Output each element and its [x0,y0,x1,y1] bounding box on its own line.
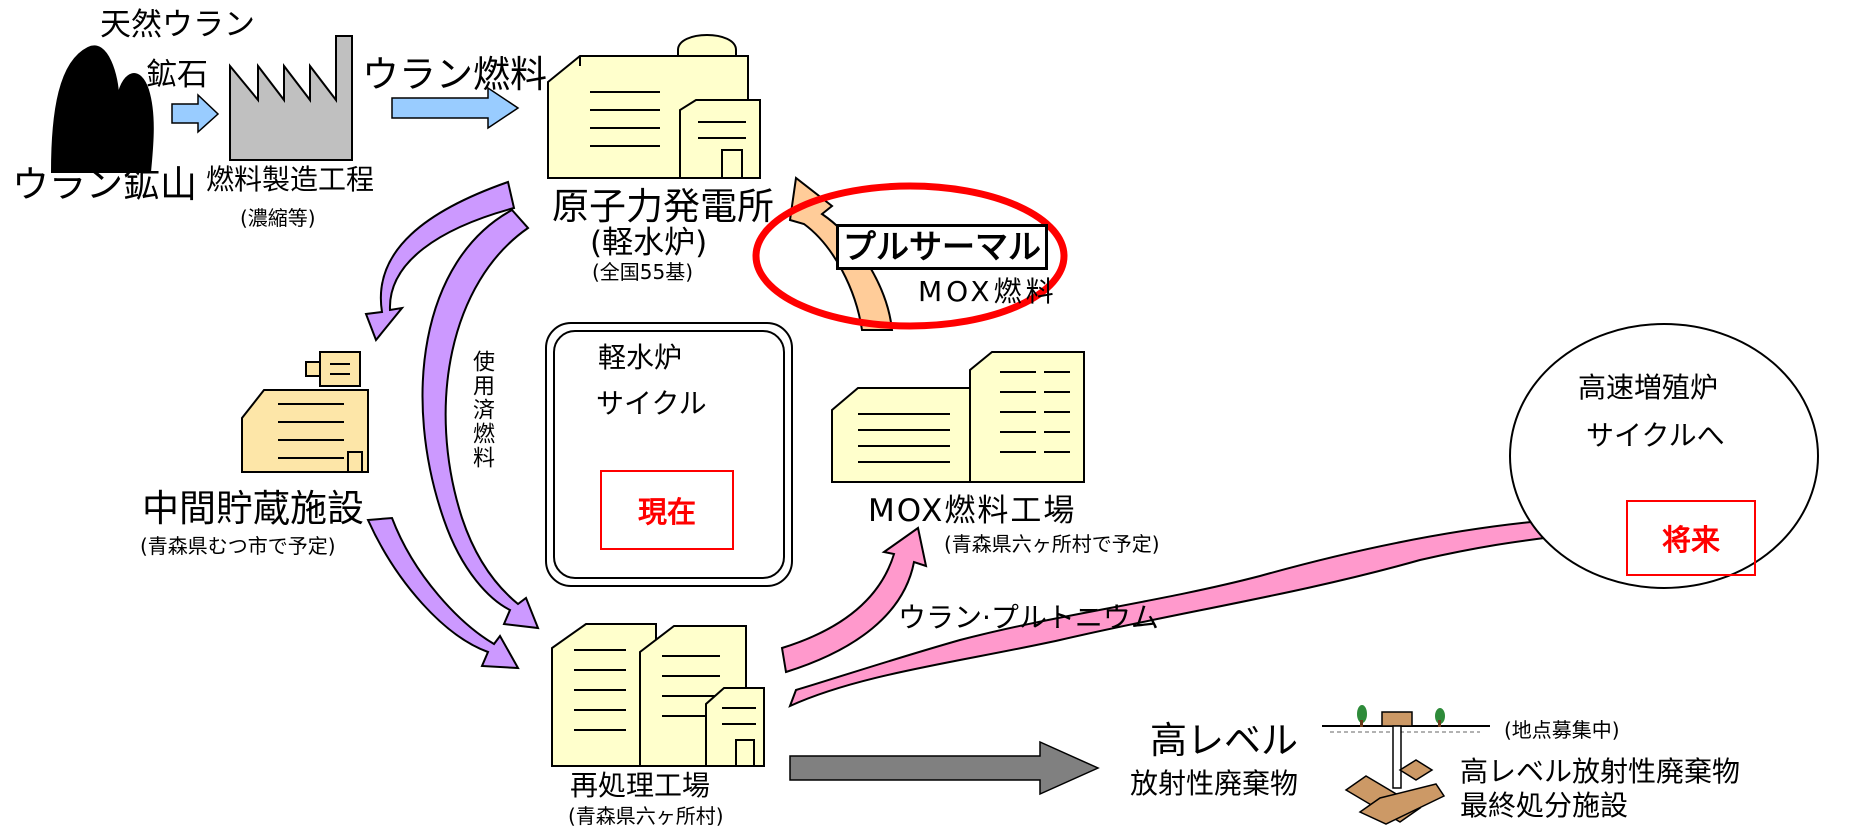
reprocessing-note: (青森県六ヶ所村) [568,804,724,828]
factory-icon [229,35,353,161]
uranium-mine-label: ウラン鉱山 [12,163,197,206]
mox-plant-label: MOX燃料工場 [868,493,1077,529]
fbr-cycle-line1: 高速増殖炉 [1578,371,1719,404]
future-status-box: 将来 [1626,500,1756,576]
arrow-spent-fuel-to-storage [364,180,516,342]
hlw-line1: 高レベル [1150,719,1298,762]
reprocessing-plant-icon [551,623,765,767]
power-plant-label: 原子力発電所 [552,185,774,228]
power-plant-sub: (軽水炉) [590,225,708,261]
arrow-storage-to-reprocessing [366,516,520,670]
uranium-fuel-label: ウラン燃料 [362,53,547,96]
arrow-reprocessing-to-hlw [789,740,1100,796]
disposal-line1: 高レベル放射性廃棄物 [1460,755,1741,788]
mox-plant-icon [831,351,1085,483]
uranium-plutonium-label: ウラン·プルトニウム [898,601,1159,634]
lwr-cycle-line2: サイクル [596,387,707,420]
lwr-cycle-box [545,322,793,587]
storage-building-icon [241,351,369,473]
disposal-note: (地点募集中) [1504,718,1620,742]
interim-storage-note: (青森県むつ市で予定) [140,534,336,558]
fuel-fabrication-label: 燃料製造工程 [206,163,375,196]
pluthermal-label: プルサーマル [836,224,1048,271]
current-status-box: 現在 [600,470,734,550]
fbr-cycle-line2: サイクルへ [1586,419,1725,452]
disposal-site-icon [1322,705,1490,825]
arrow-mine-to-factory [171,93,220,134]
mountain-icon [50,45,154,173]
power-plant-note: (全国55基) [592,260,694,284]
ore-label: 鉱石 [146,57,208,93]
mox-plant-note: (青森県六ヶ所村で予定) [944,532,1160,556]
hlw-line2: 放射性廃棄物 [1130,767,1299,800]
fbr-cycle-circle [1509,323,1819,589]
natural-uranium-label: 天然ウラン [100,7,255,43]
pluthermal-highlight-ellipse [752,182,1068,330]
power-plant-icon [547,34,761,179]
fuel-fabrication-sub: (濃縮等) [240,206,316,230]
reprocessing-label: 再処理工場 [570,769,711,802]
arrow-reprocessing-to-mox [780,526,928,674]
spent-fuel-label: 使用済燃料 [469,350,494,470]
disposal-line2: 最終処分施設 [1460,789,1629,822]
interim-storage-label: 中間貯蔵施設 [142,487,364,530]
mox-fuel-label: MOX燃料 [918,275,1058,308]
arrow-uranium-fuel [391,86,520,130]
arrow-spent-fuel-to-reprocessing [421,208,540,630]
lwr-cycle-line1: 軽水炉 [598,341,683,374]
